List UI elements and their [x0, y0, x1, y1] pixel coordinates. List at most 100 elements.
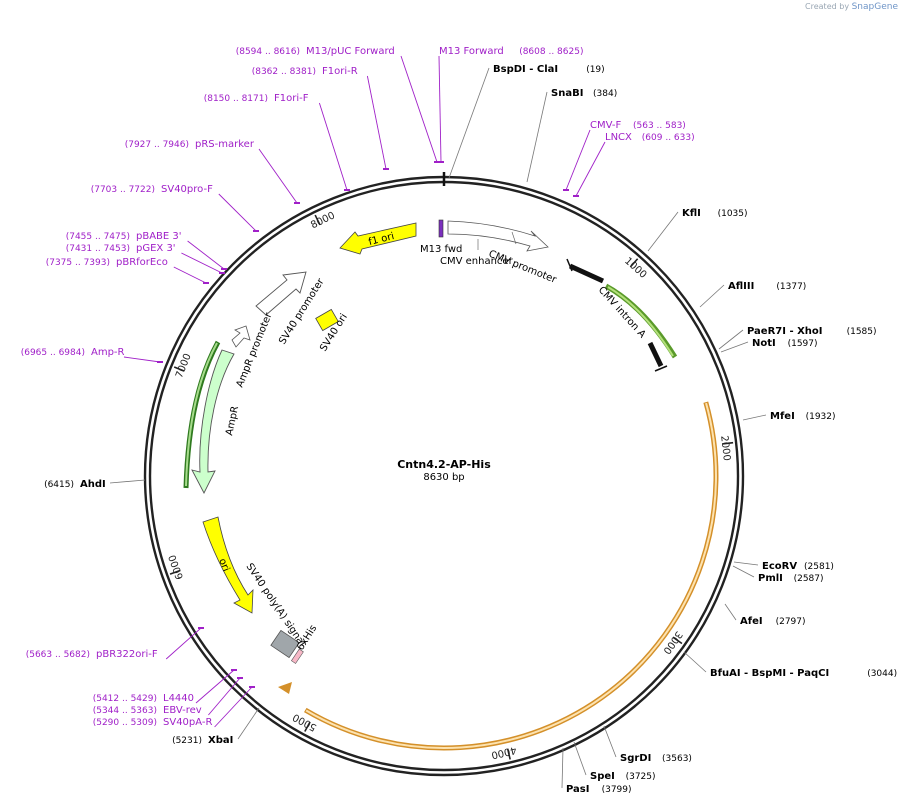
enzyme-name: PmlI	[758, 573, 783, 584]
enzyme-name: NotI	[752, 338, 776, 349]
primer-name: pBR322ori-F	[96, 649, 158, 660]
enzyme-name: XbaI	[208, 735, 233, 746]
primer-prs-marker[interactable]: (7927 .. 7946) pRS-marker	[125, 139, 300, 204]
enzyme-position: (19)	[586, 65, 604, 75]
feature-ampr-outer[interactable]	[183, 340, 221, 489]
enzyme-xbai[interactable]: (5231)XbaI	[172, 707, 260, 746]
tick-4000	[506, 748, 511, 760]
enzyme-leader	[561, 747, 564, 789]
enzyme-leader	[647, 211, 679, 252]
primer-name: pBABE 3'	[136, 231, 182, 242]
primer-sv40pa-r[interactable]: (5290 .. 5309) SV40pA-R	[93, 686, 255, 728]
primer-cmv-f[interactable]: CMV-F(563 .. 583)	[563, 120, 686, 191]
enzyme-leader	[732, 565, 755, 578]
primer-leader	[318, 102, 348, 191]
primer-name: EBV-rev	[163, 705, 202, 716]
enzyme-name: BfuAI - BspMI - PaqCI	[710, 668, 829, 679]
feature-sv40-ori[interactable]: SV40 ori	[315, 308, 350, 354]
primer-range: (7375 .. 7393)	[46, 258, 110, 268]
feature-f1-ori[interactable]: f1 ori	[339, 222, 417, 255]
enzyme-leader	[683, 651, 707, 673]
tick-label: 7000	[174, 352, 194, 380]
enzyme-position: (2581)	[804, 562, 834, 572]
enzyme-kfli[interactable]: KflI(1035)	[647, 208, 748, 252]
feature-insert-orange[interactable]	[278, 401, 719, 751]
tick-label: 6000	[167, 553, 186, 581]
primer-leader	[438, 55, 442, 163]
primer-f1ori-f[interactable]: (8150 .. 8171)F1ori-F	[204, 93, 350, 191]
primer-amp-r[interactable]: (6965 .. 6984)Amp-R	[21, 347, 163, 363]
primer-f1ori-r[interactable]: (8362 .. 8381)F1ori-R	[252, 66, 389, 170]
enzyme-leader	[699, 284, 725, 308]
primer-leader	[214, 686, 253, 728]
enzyme-afliii[interactable]: AflIII(1377)	[699, 281, 806, 308]
primer-pbr322ori-f[interactable]: (5663 .. 5682)pBR322ori-F	[26, 627, 204, 660]
feature-sv40-promoter[interactable]: SV40 promoter	[255, 271, 327, 347]
enzyme-pasi[interactable]: PasI(3799)	[561, 747, 632, 795]
primer-m13-forward[interactable]: M13 Forward(8608 .. 8625)	[438, 46, 583, 163]
enzyme-leader	[526, 91, 548, 183]
feature-cmv-enhancer[interactable]: CMV enhancer	[440, 220, 549, 267]
enzyme-position: (2797)	[776, 617, 806, 627]
primer-pgex-3-[interactable]: (7431 .. 7453)pGEX 3'	[66, 243, 225, 274]
enzyme-leader	[718, 329, 744, 350]
enzyme-position: (3725)	[626, 772, 656, 782]
enzyme-spei[interactable]: SpeI(3725)	[573, 741, 656, 782]
tick-5000	[304, 721, 311, 732]
primer-range: (8362 .. 8381)	[252, 67, 316, 77]
tick-1000	[629, 258, 639, 268]
primer-leader	[575, 141, 606, 197]
feature-ampr[interactable]: AmpR	[191, 349, 241, 494]
enzyme-noti[interactable]: NotI(1597)	[720, 338, 818, 353]
primer-range: (609 .. 633)	[642, 133, 695, 143]
feature-ori[interactable]: ori	[202, 516, 254, 614]
primer-sv40pro-f[interactable]: (7703 .. 7722)SV40pro-F	[91, 184, 259, 232]
primer-name: SV40pA-R	[163, 717, 212, 728]
primer-ebv-rev[interactable]: (5344 .. 5363)EBV-rev	[93, 677, 243, 716]
primer-m13-puc-forward[interactable]: (8594 .. 8616)M13/pUC Forward	[236, 46, 440, 163]
enzyme-position: (1932)	[806, 412, 836, 422]
tick-8000	[314, 214, 321, 226]
primer-l4440[interactable]: (5412 .. 5429)L4440	[93, 669, 237, 704]
cmv-promoter-label: CMV promoter	[487, 249, 559, 287]
enzyme-leader	[742, 414, 767, 421]
primer-lncx[interactable]: LNCX (609 .. 633)	[573, 132, 695, 197]
primer-pbabe-3-[interactable]: (7455 .. 7475)pBABE 3'	[66, 231, 227, 270]
primer-name: M13 Forward	[439, 46, 504, 57]
enzyme-name: PasI	[566, 784, 589, 795]
feature-ampr-promoter[interactable]: AmpR promoter	[231, 311, 275, 390]
enzyme-afei[interactable]: AfeI (2797)	[724, 603, 806, 627]
enzyme-name: AfeI	[740, 616, 763, 627]
enzyme-ecorv[interactable]: EcoRV(2581)	[733, 561, 834, 572]
primer-leader	[400, 55, 438, 163]
enzyme-sgrdi[interactable]: SgrDI(3563)	[603, 725, 692, 764]
primer-name: LNCX	[605, 132, 632, 143]
ampr-label: AmpR	[224, 405, 241, 437]
primer-pbrforeco[interactable]: (7375 .. 7393)pBRforEco	[46, 257, 209, 284]
enzyme-position: (3044)	[867, 669, 897, 679]
enzyme-ahdi[interactable]: (6415)AhdI	[44, 479, 146, 490]
enzyme-leader	[733, 561, 759, 566]
primer-range: (5290 .. 5309)	[93, 718, 157, 728]
enzyme-leader	[720, 341, 749, 353]
enzyme-leader	[448, 67, 490, 179]
enzyme-leader	[237, 707, 260, 740]
enzyme-bfuai[interactable]: BfuAI - BspMI - PaqCI (3044)	[683, 651, 897, 679]
primer-range: (6965 .. 6984)	[21, 348, 85, 358]
primer-name: CMV-F	[590, 120, 621, 131]
primer-name: pRS-marker	[195, 139, 255, 150]
enzyme-paer7i[interactable]: PaeR7I - XhoI(1585)	[718, 326, 877, 350]
enzyme-name: AflIII	[728, 281, 754, 292]
enzyme-mfei[interactable]: MfeI(1932)	[742, 411, 836, 422]
tick-2000	[722, 441, 734, 445]
enzyme-snabi[interactable]: SnaBI(384)	[526, 88, 617, 183]
primer-name: L4440	[163, 693, 194, 704]
primer-range: (7927 .. 7946)	[125, 140, 189, 150]
feature-cmv-promoter[interactable]: CMV promoter	[487, 249, 559, 287]
primer-leader	[173, 266, 207, 284]
enzyme-pmli[interactable]: PmlI(2587)	[732, 565, 824, 584]
enzyme-bspdi[interactable]: BspDI - ClaI(19)	[448, 64, 605, 179]
feature-m13-fwd[interactable]: M13 fwd	[420, 219, 462, 255]
enzyme-name: SnaBI	[551, 88, 583, 99]
